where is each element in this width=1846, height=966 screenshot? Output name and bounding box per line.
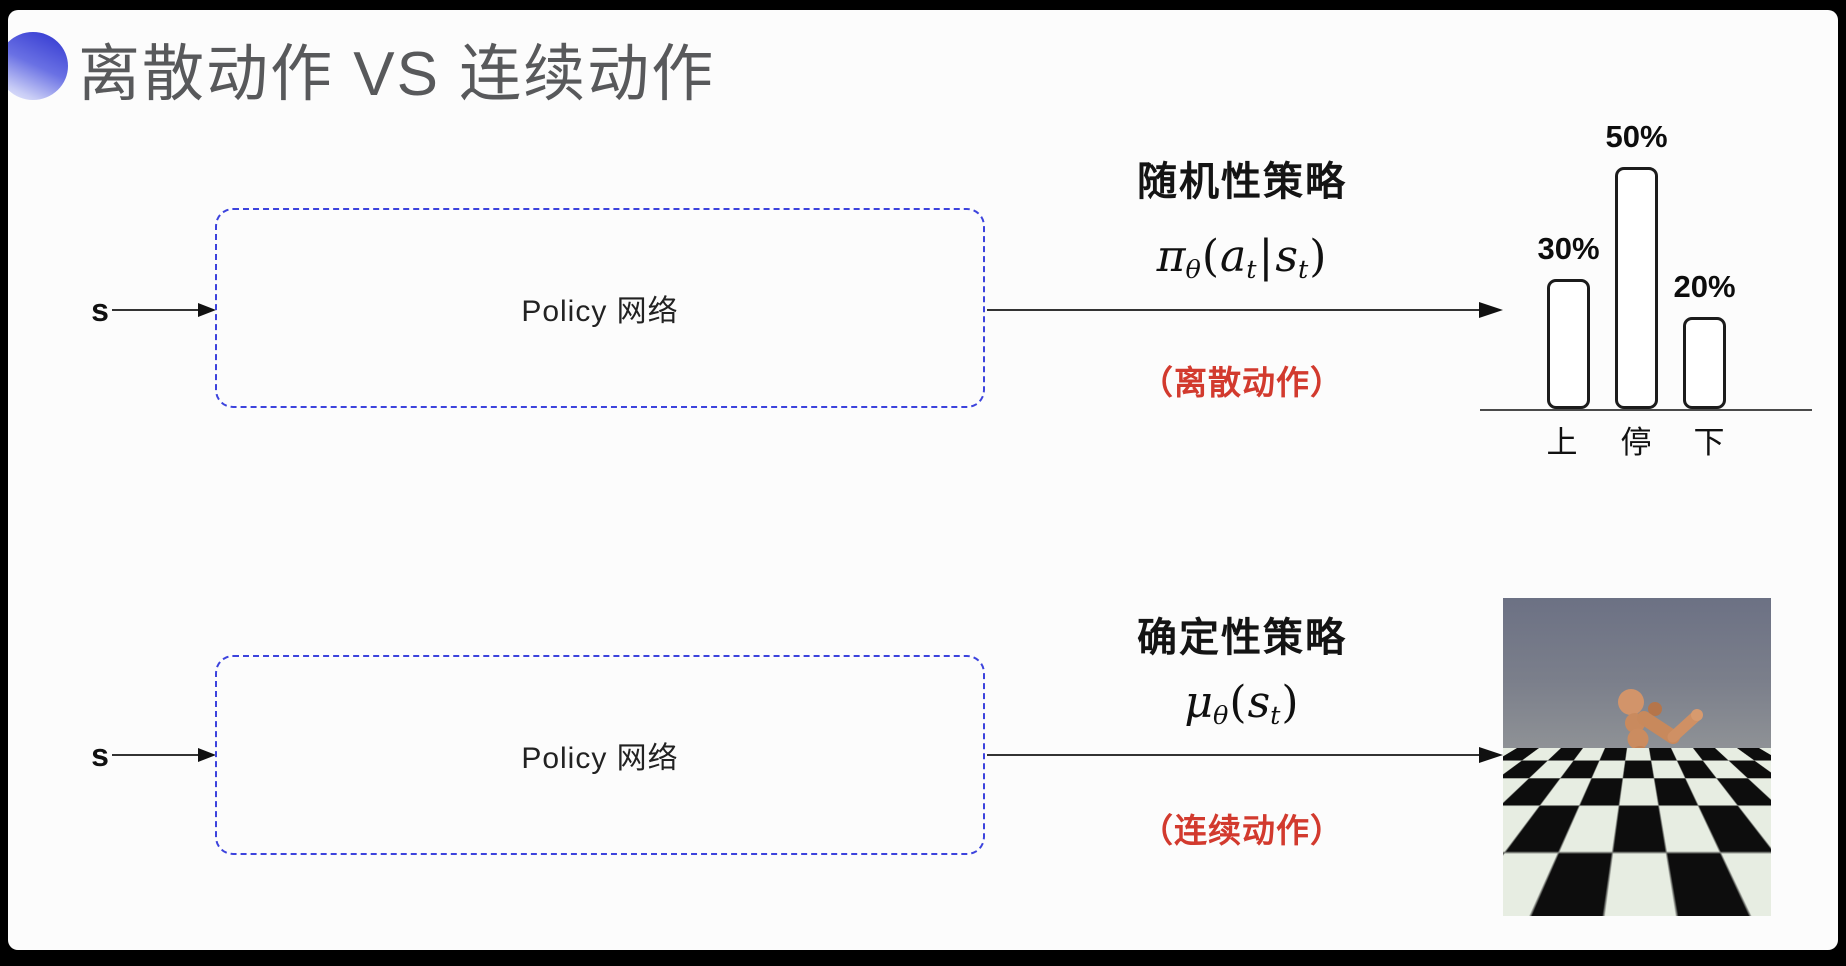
robot-torso [1627, 728, 1649, 750]
bar-value-label: 50% [1605, 119, 1668, 154]
conditional-bar: | [1258, 231, 1274, 282]
discrete-action-bar-chart: 30% 50% 20% 上 停 下 [1480, 96, 1820, 466]
pi-symbol: π [1156, 231, 1186, 282]
category-label-down: 下 [1693, 425, 1725, 460]
bar-down [1683, 317, 1726, 409]
action-symbol: a [1220, 231, 1247, 282]
input-arrow-top [112, 303, 216, 317]
bar-slot-down: 20% [1673, 269, 1736, 409]
category-label-stop: 停 [1620, 425, 1652, 460]
theta-subscript: θ [1185, 255, 1201, 286]
policy-network-label-bottom: Policy 网络 [521, 742, 679, 775]
policy-network-box-top: Policy 网络 [215, 208, 985, 408]
close-paren: ) [1309, 231, 1327, 282]
input-arrow-bottom [112, 748, 216, 762]
theta-subscript: θ [1213, 701, 1229, 732]
robot-trailing-leg [1588, 827, 1652, 845]
robot-head [1618, 689, 1644, 715]
chart-baseline [1480, 409, 1812, 411]
t-subscript: t [1297, 255, 1309, 286]
policy-network-box-bottom: Policy 网络 [215, 655, 985, 855]
state-symbol: s [1247, 677, 1271, 728]
slide-content: 离散动作 VS 连续动作 s Policy 网络 随机性策略 πθ(at|st)… [8, 10, 1838, 950]
robot-foot [1629, 844, 1655, 856]
open-paren: ( [1201, 231, 1220, 282]
robot-forearm [1667, 711, 1701, 743]
bar-slot-up: 30% [1537, 231, 1600, 409]
title-bullet-decoration [8, 32, 68, 100]
continuous-action-note: （连续动作） [1140, 812, 1344, 849]
discrete-action-note: （离散动作） [1140, 364, 1344, 401]
mu-symbol: μ [1184, 677, 1214, 728]
robot-trailing-foot [1584, 827, 1600, 843]
robot-upper-arm [1637, 711, 1680, 744]
close-paren: ) [1281, 677, 1299, 728]
t-subscript: t [1270, 701, 1281, 732]
deterministic-policy-title: 确定性策略 [1137, 616, 1347, 660]
output-arrow-bottom [987, 747, 1503, 763]
bar-value-label: 20% [1673, 269, 1736, 304]
state-symbol: s [1275, 231, 1298, 282]
category-label-up: 上 [1546, 425, 1578, 460]
policy-network-label-top: Policy 网络 [521, 295, 679, 328]
bar-up [1547, 279, 1590, 409]
stochastic-policy-formula: πθ(at|st) [1072, 230, 1412, 297]
humanoid-robot-image [1503, 598, 1771, 916]
bar-stop [1615, 167, 1658, 409]
open-paren: ( [1229, 677, 1247, 728]
bar-slot-stop: 50% [1605, 119, 1668, 409]
state-input-label-top: s [91, 292, 109, 328]
robot-far-hand [1648, 702, 1662, 716]
t-subscript: t [1246, 255, 1257, 286]
robot-hand [1691, 709, 1703, 721]
output-arrow-top [987, 302, 1503, 318]
bar-value-label: 30% [1537, 231, 1600, 266]
stochastic-policy-title: 随机性策略 [1137, 160, 1347, 204]
state-input-label-bottom: s [91, 737, 109, 773]
humanoid-robot-figure [1579, 689, 1703, 911]
page-title: 离散动作 VS 连续动作 [78, 40, 716, 109]
robot-shadow [1591, 855, 1675, 865]
deterministic-policy-formula: μθ(st) [1072, 676, 1412, 743]
